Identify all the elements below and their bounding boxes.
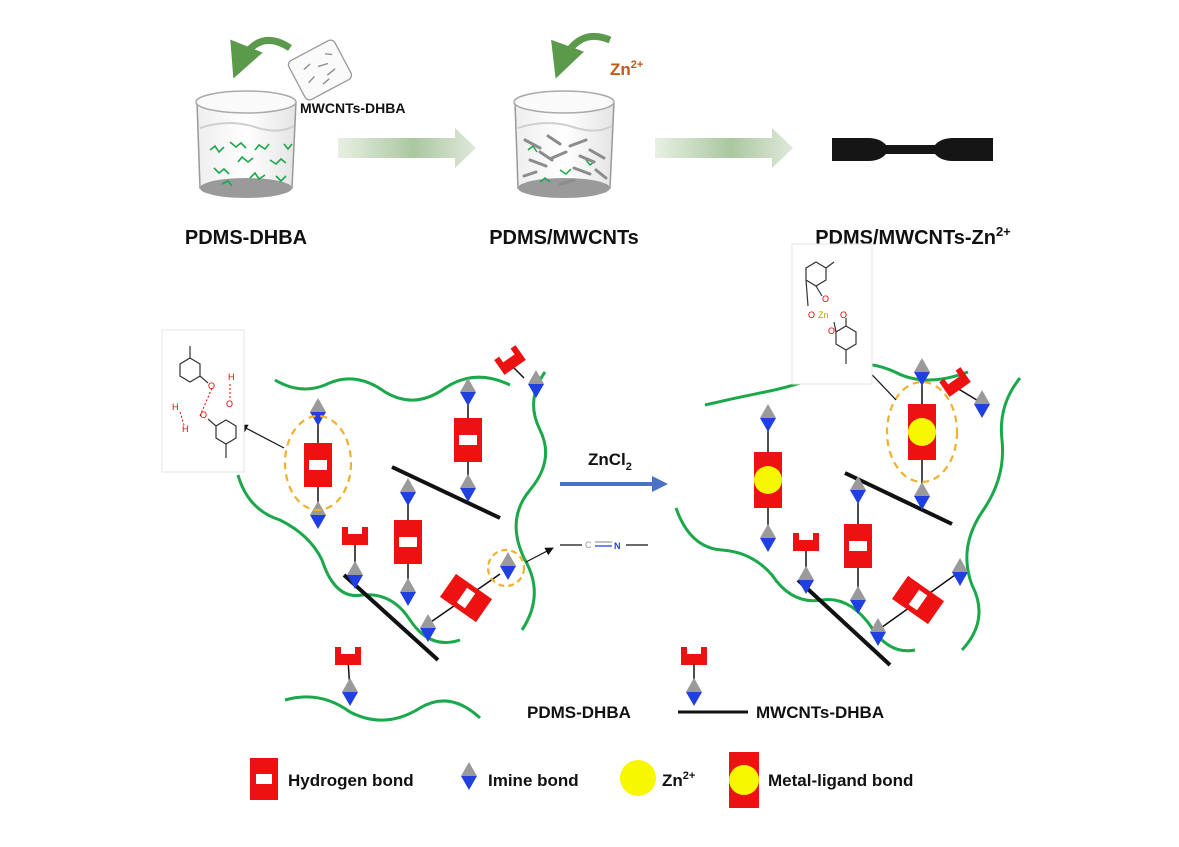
svg-text:O: O <box>208 381 215 391</box>
imine-structure: C N <box>560 540 648 551</box>
zn-ion-icon <box>620 760 656 796</box>
mwcnts-powder-vial <box>287 39 353 101</box>
reaction-reagent: ZnCl2 <box>588 450 632 473</box>
add-arrow-1 <box>230 37 292 79</box>
svg-text:O: O <box>828 326 835 336</box>
reagent-mwcnts-dhba: MWCNTs-DHBA <box>300 100 406 116</box>
dumbbell-specimen <box>832 138 993 161</box>
svg-text:O: O <box>808 310 815 320</box>
hydrogen-bond-structure: O H O O H H <box>161 329 245 473</box>
legend: Hydrogen bond Imine bond Zn2+ Metal-liga… <box>250 752 913 808</box>
imine-bond-icon <box>461 762 477 790</box>
legend-zn: Zn2+ <box>662 770 695 790</box>
svg-text:H: H <box>172 402 179 412</box>
legend-metal-ligand-bond: Metal-ligand bond <box>768 771 913 790</box>
svg-text:H: H <box>228 372 235 382</box>
network-after <box>674 358 1022 667</box>
svg-text:C: C <box>585 540 592 550</box>
caption-pdms-dhba: PDMS-DHBA <box>185 227 307 249</box>
metal-ligand-bond-icon <box>729 752 759 808</box>
polymer-label: PDMS-DHBA <box>527 703 631 722</box>
add-arrow-2 <box>551 32 612 79</box>
zn-complex-structure: O O Zn O O <box>791 243 873 385</box>
beaker-pdms-dhba <box>195 90 297 198</box>
svg-text:H: H <box>182 424 189 434</box>
svg-text:N: N <box>614 541 621 551</box>
caption-pdms-mwcnts: PDMS/MWCNTs <box>489 227 639 249</box>
beaker-pdms-mwcnts <box>513 90 615 198</box>
svg-text:O: O <box>840 310 847 320</box>
reagent-zn: Zn2+ <box>610 59 643 79</box>
svg-text:Zn: Zn <box>818 310 829 320</box>
svg-text:O: O <box>226 399 233 409</box>
svg-text:O: O <box>822 294 829 304</box>
chain-key <box>678 647 748 714</box>
process-arrow-2 <box>655 128 793 168</box>
reaction-arrow <box>560 476 668 492</box>
legend-imine-bond: Imine bond <box>488 771 579 790</box>
network-before <box>236 345 554 722</box>
nanotube-label: MWCNTs-DHBA <box>756 703 884 722</box>
process-arrow-1 <box>338 128 476 168</box>
svg-text:O: O <box>200 410 207 420</box>
hydrogen-bond-icon <box>250 758 278 800</box>
legend-hydrogen-bond: Hydrogen bond <box>288 771 414 790</box>
